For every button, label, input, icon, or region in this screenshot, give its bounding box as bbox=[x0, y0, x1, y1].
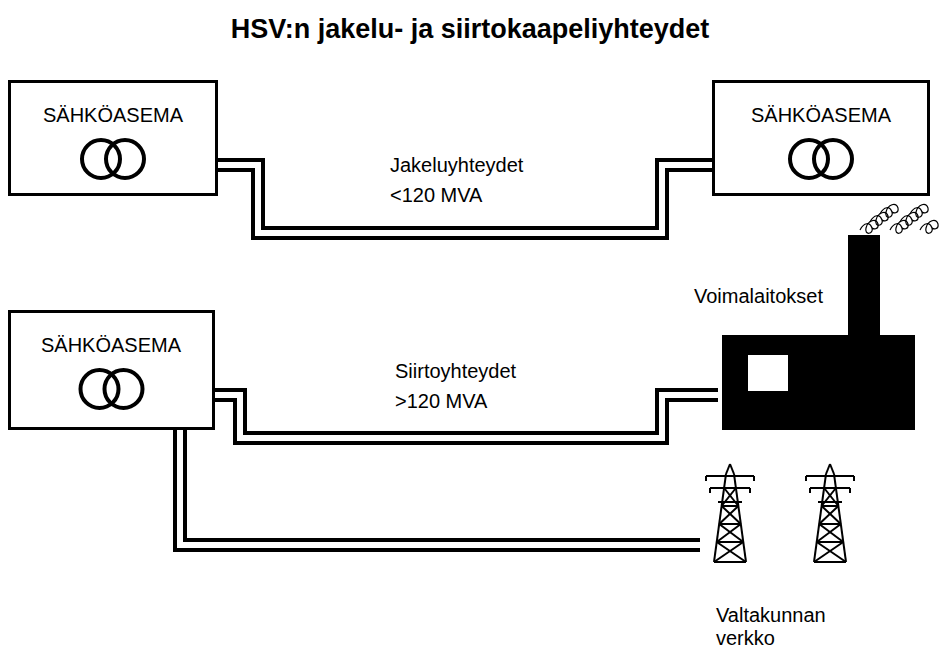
substation-box: SÄHKÖASEMA bbox=[712, 80, 930, 196]
substation-box: SÄHKÖASEMA bbox=[8, 310, 215, 430]
plant-label: Voimalaitokset bbox=[694, 284, 823, 308]
transformer-coil bbox=[105, 370, 143, 408]
power-plant: Voimalaitokset bbox=[718, 232, 918, 432]
smoke-puff bbox=[880, 205, 898, 218]
power-plant-figure bbox=[718, 232, 918, 432]
smoke-puff bbox=[920, 221, 938, 234]
station-label: SÄHKÖASEMA bbox=[751, 103, 891, 127]
substation-box: SÄHKÖASEMA bbox=[8, 80, 218, 196]
national-grid: Valtakunnan verkko bbox=[700, 462, 875, 656]
transformer-symbol bbox=[11, 83, 215, 193]
grid-label: Valtakunnan verkko bbox=[716, 604, 866, 650]
pylon bbox=[806, 464, 854, 562]
plant-building bbox=[722, 235, 915, 430]
pylon bbox=[706, 464, 754, 562]
smoke-puff bbox=[910, 205, 928, 218]
station-label: SÄHKÖASEMA bbox=[43, 103, 183, 127]
cable-label: Jakeluyhteydet <120 MVA bbox=[390, 150, 540, 210]
cable-label: Siirtoyhteydet >120 MVA bbox=[395, 356, 545, 416]
station-label: SÄHKÖASEMA bbox=[41, 333, 181, 357]
transformer-coil bbox=[106, 140, 144, 178]
plant-window bbox=[748, 355, 788, 391]
chimney-smoke bbox=[860, 205, 938, 234]
transformer-coil bbox=[814, 140, 852, 178]
cable-connection bbox=[180, 430, 700, 545]
cable-inner bbox=[180, 430, 700, 545]
transformer-symbol bbox=[11, 313, 212, 427]
pylon-figure bbox=[700, 462, 875, 656]
transformer-symbol bbox=[715, 83, 927, 193]
cable-outer bbox=[180, 430, 700, 545]
diagram-title: HSV:n jakelu- ja siirtokaapeliyhteydet bbox=[0, 12, 940, 46]
